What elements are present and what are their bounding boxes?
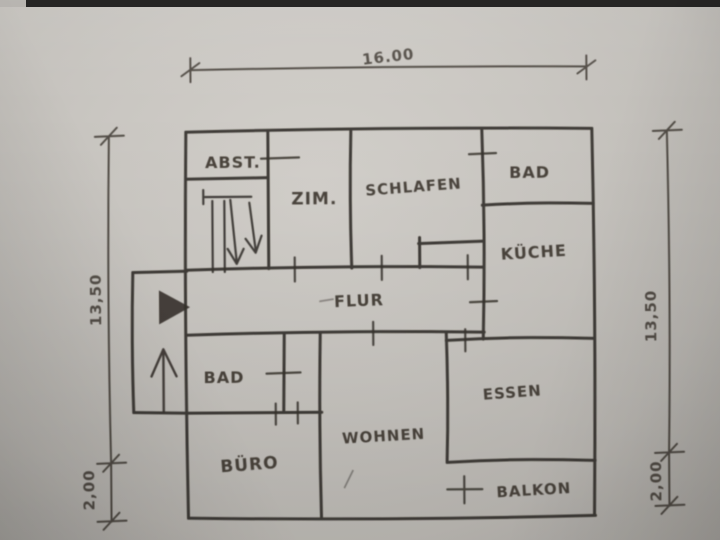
room-label-essen: ESSEN [482,381,542,403]
door-mark-balkon [446,475,484,505]
wall-essen-balkon [445,457,597,464]
wall-outer-top [184,126,594,134]
room-label-zim: ZIM. [291,189,337,209]
wall-wohnen-left [318,331,324,519]
room-label-bad-left: BAD [203,368,244,387]
dim-tick [654,495,686,515]
wall-wohnen-right [444,330,450,463]
stair-down-arrow [244,201,263,254]
wall-outer-left [183,130,191,520]
staircase [202,188,263,274]
dim-tick [651,120,683,140]
dimension-lines [93,54,686,531]
entrance-triangle-icon [158,290,191,325]
wall-essen-top [444,335,596,342]
dim-line-left [107,135,113,523]
dim-tick [96,511,128,531]
room-label-buero: BÜRO [219,451,279,477]
entrance-arrow-icon [150,348,178,413]
walls [130,126,598,521]
wall-bad-buero [186,410,324,415]
room-label-abst: ABST. [205,153,261,172]
dimension-top-width: 16.00 [361,45,415,69]
wall-bad-kueche [480,201,595,207]
wall-porch-bottom [132,411,190,415]
door-mark-bad-left [265,371,302,375]
wall-outer-right [590,126,597,517]
stair-down-arrow [226,198,245,265]
wall-schlafen-right [480,128,486,341]
dim-tick [180,57,201,84]
photo-edge-top [26,0,720,7]
door-mark-abst [259,156,301,160]
dim-line-right [665,129,671,507]
stair-landing [202,188,253,206]
door-marks [259,151,499,505]
wall-porch-left [130,271,136,415]
wall-outer-bottom [187,513,598,521]
dimension-left-lower: 2,00 [80,469,98,510]
dimension-right-height: 13,50 [642,290,660,343]
room-label-balkon: BALKON [496,479,572,501]
wall-abst-bottom [184,176,270,181]
wall-abst-right [266,130,271,271]
stray-mark [343,469,354,489]
dim-tick [96,453,128,473]
dim-line-top [189,65,588,72]
room-label-flur: FLUR [334,290,385,311]
door-mark-bad-top [467,151,498,156]
dim-tick [93,126,125,146]
dimension-left-height: 13,50 [87,274,105,327]
dim-tick [654,442,686,462]
room-label-schlafen: SCHLAFEN [365,174,463,199]
wall-flur-bottom [185,330,486,337]
door-mark-kueche [468,299,499,304]
wall-porch-top [131,269,189,275]
room-label-bad-top: BAD [509,163,550,182]
photo-edge-top-corner [0,0,26,7]
wall-zim-schlafen [348,129,354,270]
dimension-right-lower: 2,00 [647,460,665,501]
wall-closet-stub [417,239,486,246]
flur-label-dash [319,298,334,303]
room-label-wohnen: WOHNEN [342,425,426,448]
dim-tick [576,54,597,81]
wall-flur-top [185,265,486,272]
room-label-kueche: KÜCHE [500,241,567,264]
